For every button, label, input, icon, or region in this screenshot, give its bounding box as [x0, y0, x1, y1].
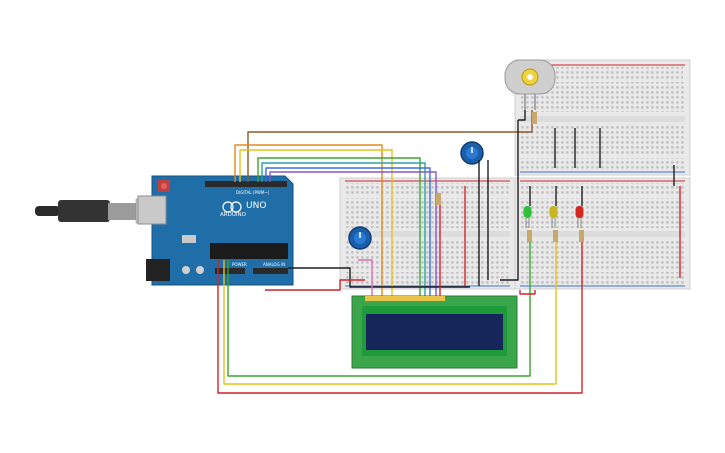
arduino-digital-label: DIGITAL (PWM~): [236, 190, 270, 195]
lcd-header-pins: [365, 296, 445, 301]
wire-yellow: [223, 240, 557, 385]
wire-red: [217, 240, 583, 394]
wires: [217, 110, 681, 394]
dc-motor[interactable]: [504, 59, 556, 110]
arduino-power-label: POWER: [232, 262, 247, 267]
resistor-green: [527, 230, 532, 242]
led-yellow[interactable]: [549, 206, 558, 228]
lcd-screen: [366, 314, 503, 350]
arduino-brand-label: ARDUINO: [220, 212, 247, 218]
wire-purple: [269, 171, 437, 296]
led-green[interactable]: [523, 206, 532, 228]
wire-green: [227, 240, 531, 377]
potentiometer-top[interactable]: [460, 141, 484, 165]
led-group: [523, 206, 584, 228]
arduino-model-label: UNO: [246, 201, 266, 211]
arduino-uno-board[interactable]: ARDUINO UNO DIGITAL (PWM~) POWER ANALOG …: [137, 175, 294, 286]
breadboard-top-right: [514, 59, 691, 176]
wire-teal: [261, 162, 426, 296]
arduino-analog-label: ANALOG IN: [263, 262, 285, 267]
wire-red: [265, 279, 365, 291]
lcd-16x2[interactable]: [351, 295, 518, 369]
resistor-yellow: [553, 230, 558, 242]
led-red[interactable]: [575, 206, 584, 228]
resistor-red: [579, 230, 584, 242]
wire-black: [288, 267, 470, 288]
wire-pink: [358, 259, 373, 296]
resistor-mid: [436, 193, 441, 205]
wire-orange: [234, 144, 383, 296]
resistor-motor: [532, 112, 537, 124]
wire-brown: [247, 110, 533, 182]
wire-blue: [265, 167, 431, 296]
wire-green: [257, 157, 421, 296]
arduino-logo-icon: [230, 201, 242, 213]
wire-black: [518, 110, 526, 121]
potentiometer-bottom[interactable]: [348, 226, 372, 250]
wire-black: [500, 120, 519, 281]
arduino-logo-icon: [222, 201, 234, 213]
wire-red: [519, 290, 536, 295]
resistors: [436, 112, 584, 242]
breadboard-bottom-right: [514, 177, 691, 290]
wire-yellow: [239, 149, 393, 296]
